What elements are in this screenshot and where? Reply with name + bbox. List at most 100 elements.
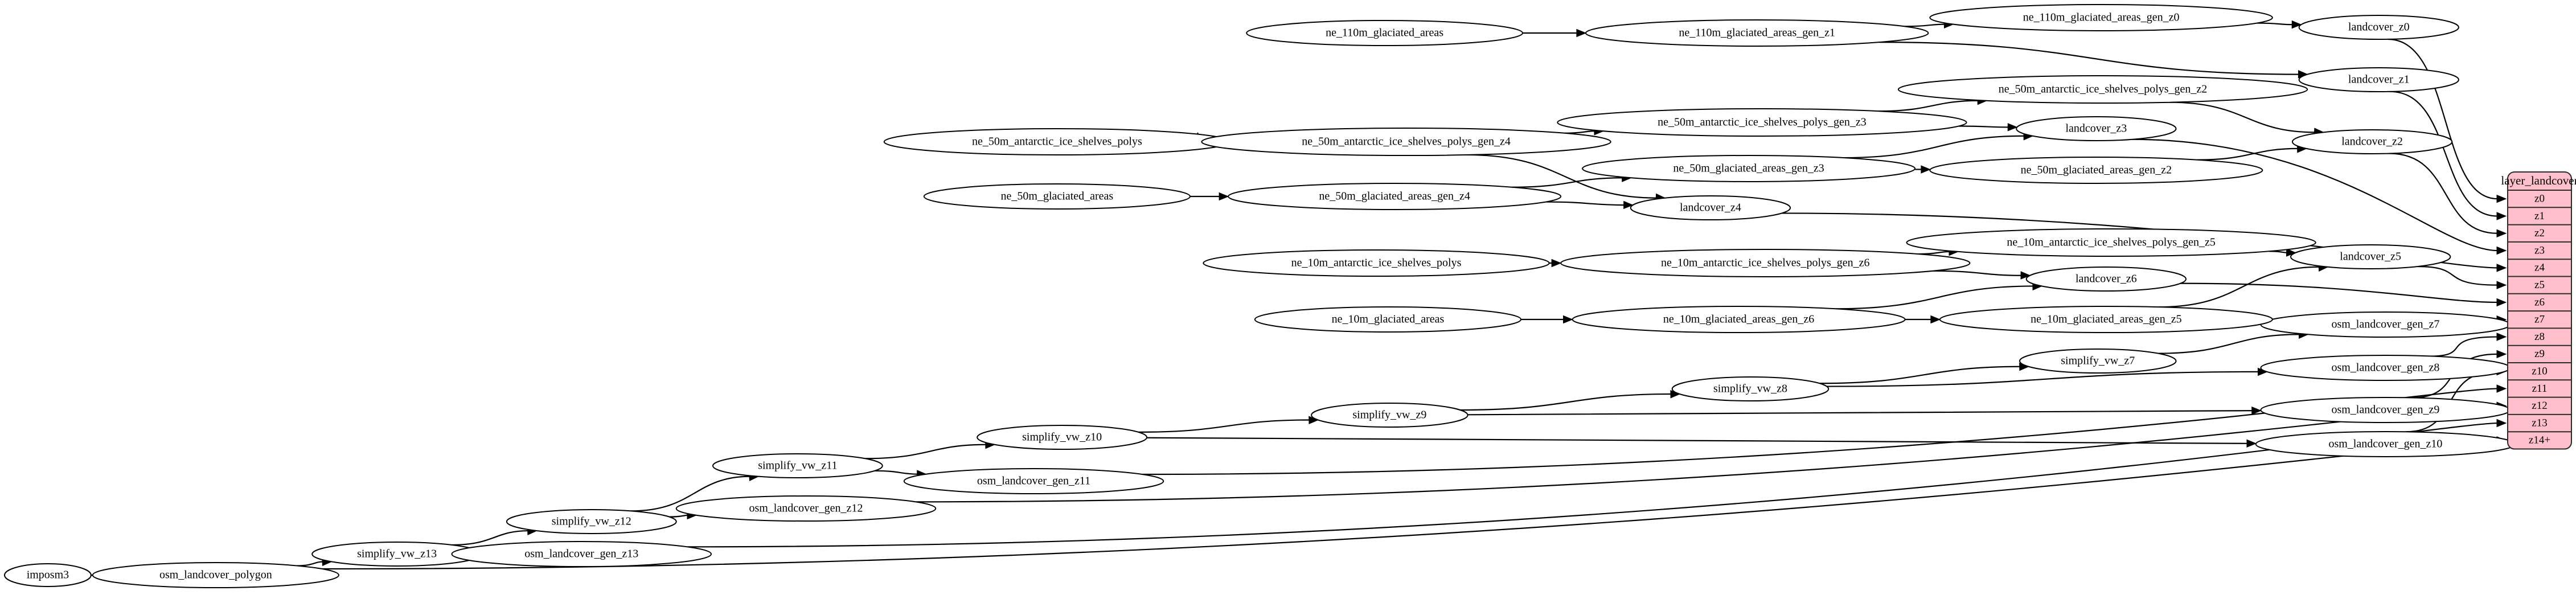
node-ne_10m_antarctic_ice_shelves_polys_gen_z5[interactable]: ne_10m_antarctic_ice_shelves_polys_gen_z… <box>1906 228 2316 257</box>
node-simplify_vw_z10[interactable]: simplify_vw_z10 <box>977 425 1148 450</box>
edge-arrowhead <box>1921 165 1931 174</box>
edge-simplify_vw_z9-to-osm_landcover_gen_z9 <box>1467 410 2253 416</box>
node-landcover_z0[interactable]: landcover_z0 <box>2298 15 2459 40</box>
edge-arrowhead <box>1930 315 1941 324</box>
node-ne_10m_antarctic_ice_shelves_polys_gen_z6[interactable]: ne_10m_antarctic_ice_shelves_polys_gen_z… <box>1560 249 1971 277</box>
node-ne_50m_antarctic_ice_shelves_polys[interactable]: ne_50m_antarctic_ice_shelves_polys <box>883 128 1231 155</box>
edge-ne_10m_antarctic_ice_shelves_polys_gen_z6-to-ne_10m_antarctic_ice_shelves_polys_gen_z5 <box>1918 251 1950 255</box>
node-shape <box>1246 20 1523 46</box>
node-shape <box>1906 228 2316 257</box>
node-ne_50m_glaciated_areas[interactable]: ne_50m_glaciated_areas <box>923 183 1191 210</box>
table-port-z9[interactable]: z9 <box>2534 348 2545 360</box>
node-ne_10m_glaciated_areas_gen_z6[interactable]: ne_10m_glaciated_areas_gen_z6 <box>1572 306 1906 333</box>
table-port-z8[interactable]: z8 <box>2534 331 2545 343</box>
node-ne_50m_antarctic_ice_shelves_polys_gen_z2[interactable]: ne_50m_antarctic_ice_shelves_polys_gen_z… <box>1897 75 2308 104</box>
node-simplify_vw_z7[interactable]: simplify_vw_z7 <box>2019 348 2177 374</box>
node-imposm3[interactable]: imposm3 <box>4 563 92 587</box>
edge-arrowhead <box>2246 439 2257 448</box>
table-port-z0[interactable]: z0 <box>2534 193 2545 205</box>
node-landcover_z4[interactable]: landcover_z4 <box>1630 195 1791 220</box>
node-shape <box>2025 266 2187 292</box>
table-port-z14plus[interactable]: z14+ <box>2529 434 2550 446</box>
node-landcover_z3[interactable]: landcover_z3 <box>2016 116 2177 141</box>
table-port-z3[interactable]: z3 <box>2534 244 2545 256</box>
edge-ne_110m_glaciated_areas_gen_z1-to-landcover_z1 <box>1879 42 2300 75</box>
node-ne_110m_glaciated_areas_gen_z1[interactable]: ne_110m_glaciated_areas_gen_z1 <box>1585 19 1929 47</box>
table-port-z7[interactable]: z7 <box>2534 314 2545 326</box>
node-ne_110m_glaciated_areas[interactable]: ne_110m_glaciated_areas <box>1246 20 1523 46</box>
node-shape <box>1228 183 1562 210</box>
table-port-z11[interactable]: z11 <box>2532 383 2548 395</box>
table-port-z6[interactable]: z6 <box>2534 296 2545 308</box>
edge-arrowhead <box>2496 333 2507 341</box>
table-port-z10[interactable]: z10 <box>2532 366 2547 378</box>
table-port-z4[interactable]: z4 <box>2534 262 2545 274</box>
node-shape <box>506 509 677 534</box>
edge-landcover_z5-to-layer_landcover-z5 <box>2417 265 2498 286</box>
edge-osm_landcover_polygon-to-simplify_vw_z13 <box>297 561 324 567</box>
node-simplify_vw_z12[interactable]: simplify_vw_z12 <box>506 509 677 534</box>
edge-ne_10m_glaciated_areas_gen_z5-to-landcover_z5 <box>2158 266 2320 308</box>
node-ne_10m_glaciated_areas[interactable]: ne_10m_glaciated_areas <box>1254 306 1522 333</box>
node-landcover_z1[interactable]: landcover_z1 <box>2298 67 2459 92</box>
node-landcover_z5[interactable]: landcover_z5 <box>2290 244 2451 269</box>
node-ne_50m_antarctic_ice_shelves_polys_gen_z4[interactable]: ne_50m_antarctic_ice_shelves_polys_gen_z… <box>1201 128 1611 156</box>
node-simplify_vw_z8[interactable]: simplify_vw_z8 <box>1671 376 1830 401</box>
edge-landcover_z6-to-layer_landcover-z6 <box>2180 282 2498 304</box>
node-label: simplify_vw_z8 <box>1713 383 1787 395</box>
table-port-z13[interactable]: z13 <box>2532 417 2547 429</box>
node-shape <box>1671 376 1830 401</box>
edge-arrowhead <box>1551 259 1562 268</box>
node-osm_landcover_gen_z13[interactable]: osm_landcover_gen_z13 <box>451 541 712 567</box>
node-osm_landcover_gen_z12[interactable]: osm_landcover_gen_z12 <box>675 495 937 522</box>
table-port-z12[interactable]: z12 <box>2532 400 2547 412</box>
edge-ne_110m_glaciated_areas_gen_z1-to-ne_110m_glaciated_areas_gen_z0 <box>1905 23 1946 27</box>
edge-landcover_z2-to-layer_landcover-z2 <box>2389 153 2498 234</box>
node-ne_50m_glaciated_areas_gen_z2[interactable]: ne_50m_glaciated_areas_gen_z2 <box>1929 157 2263 184</box>
node-osm_landcover_gen_z11[interactable]: osm_landcover_gen_z11 <box>903 468 1164 494</box>
node-osm_landcover_gen_z10[interactable]: osm_landcover_gen_z10 <box>2255 431 2516 457</box>
node-osm_landcover_gen_z7[interactable]: osm_landcover_gen_z7 <box>2260 311 2511 338</box>
table-port-z2[interactable]: z2 <box>2534 227 2545 239</box>
layer-landcover-table[interactable]: layer_landcoverz0z1z2z3z4z5z6z7z8z9z10z1… <box>2501 171 2576 450</box>
node-osm_landcover_gen_z9[interactable]: osm_landcover_gen_z9 <box>2260 397 2511 423</box>
edge-arrowhead <box>1563 315 1573 324</box>
node-simplify_vw_z11[interactable]: simplify_vw_z11 <box>712 453 883 478</box>
node-ne_50m_glaciated_areas_gen_z3[interactable]: ne_50m_glaciated_areas_gen_z3 <box>1582 155 1916 182</box>
node-shape <box>1557 108 1967 137</box>
node-shape <box>2298 15 2459 40</box>
edge-arrowhead <box>2286 248 2296 257</box>
node-shape <box>451 541 712 567</box>
edge-landcover_z0-to-layer_landcover-z0 <box>2388 38 2498 200</box>
node-label: ne_50m_glaciated_areas <box>1001 190 1114 203</box>
edge-simplify_vw_z11-to-simplify_vw_z10 <box>865 444 987 460</box>
node-landcover_z6[interactable]: landcover_z6 <box>2025 266 2187 292</box>
node-shape <box>1630 195 1791 220</box>
node-ne_10m_glaciated_areas_gen_z5[interactable]: ne_10m_glaciated_areas_gen_z5 <box>1939 306 2273 333</box>
node-osm_landcover_gen_z8[interactable]: osm_landcover_gen_z8 <box>2260 355 2511 381</box>
node-shape <box>923 183 1191 210</box>
table-port-z1[interactable]: z1 <box>2534 210 2545 222</box>
edge-ne_50m_glaciated_areas_gen_z2-to-landcover_z2 <box>2197 147 2299 161</box>
node-shape <box>675 495 937 522</box>
edge-osm_landcover_gen_z8-to-layer_landcover-z8 <box>2431 336 2498 357</box>
node-simplify_vw_z9[interactable]: simplify_vw_z9 <box>1311 403 1469 428</box>
node-label: ne_10m_glaciated_areas <box>1332 313 1445 326</box>
node-shape <box>1582 155 1916 182</box>
node-ne_110m_glaciated_areas_gen_z0[interactable]: ne_110m_glaciated_areas_gen_z0 <box>1929 4 2273 31</box>
node-ne_50m_antarctic_ice_shelves_polys_gen_z3[interactable]: ne_50m_antarctic_ice_shelves_polys_gen_z… <box>1557 108 1967 137</box>
node-shape <box>903 468 1164 494</box>
edge-ne_50m_glaciated_areas_gen_z4-to-landcover_z4 <box>1545 201 1625 206</box>
edge-simplify_vw_z10-to-osm_landcover_gen_z10 <box>1146 437 2249 444</box>
node-osm_landcover_polygon[interactable]: osm_landcover_polygon <box>92 562 339 588</box>
node-landcover_z2[interactable]: landcover_z2 <box>2291 129 2453 154</box>
node-label: ne_50m_glaciated_areas_gen_z3 <box>1673 162 1824 175</box>
edge-ne_50m_antarctic_ice_shelves_polys_gen_z3-to-ne_50m_antarctic_ice_shelves_polys_gen_z2 <box>1878 100 1979 112</box>
edge-arrowhead <box>2291 20 2302 29</box>
node-shape <box>1585 19 1929 47</box>
node-shape <box>1939 306 2273 333</box>
node-ne_50m_glaciated_areas_gen_z4[interactable]: ne_50m_glaciated_areas_gen_z4 <box>1228 183 1562 210</box>
table-port-z5[interactable]: z5 <box>2534 279 2545 291</box>
node-shape <box>4 563 92 587</box>
node-ne_10m_antarctic_ice_shelves_polys[interactable]: ne_10m_antarctic_ice_shelves_polys <box>1203 249 1550 277</box>
